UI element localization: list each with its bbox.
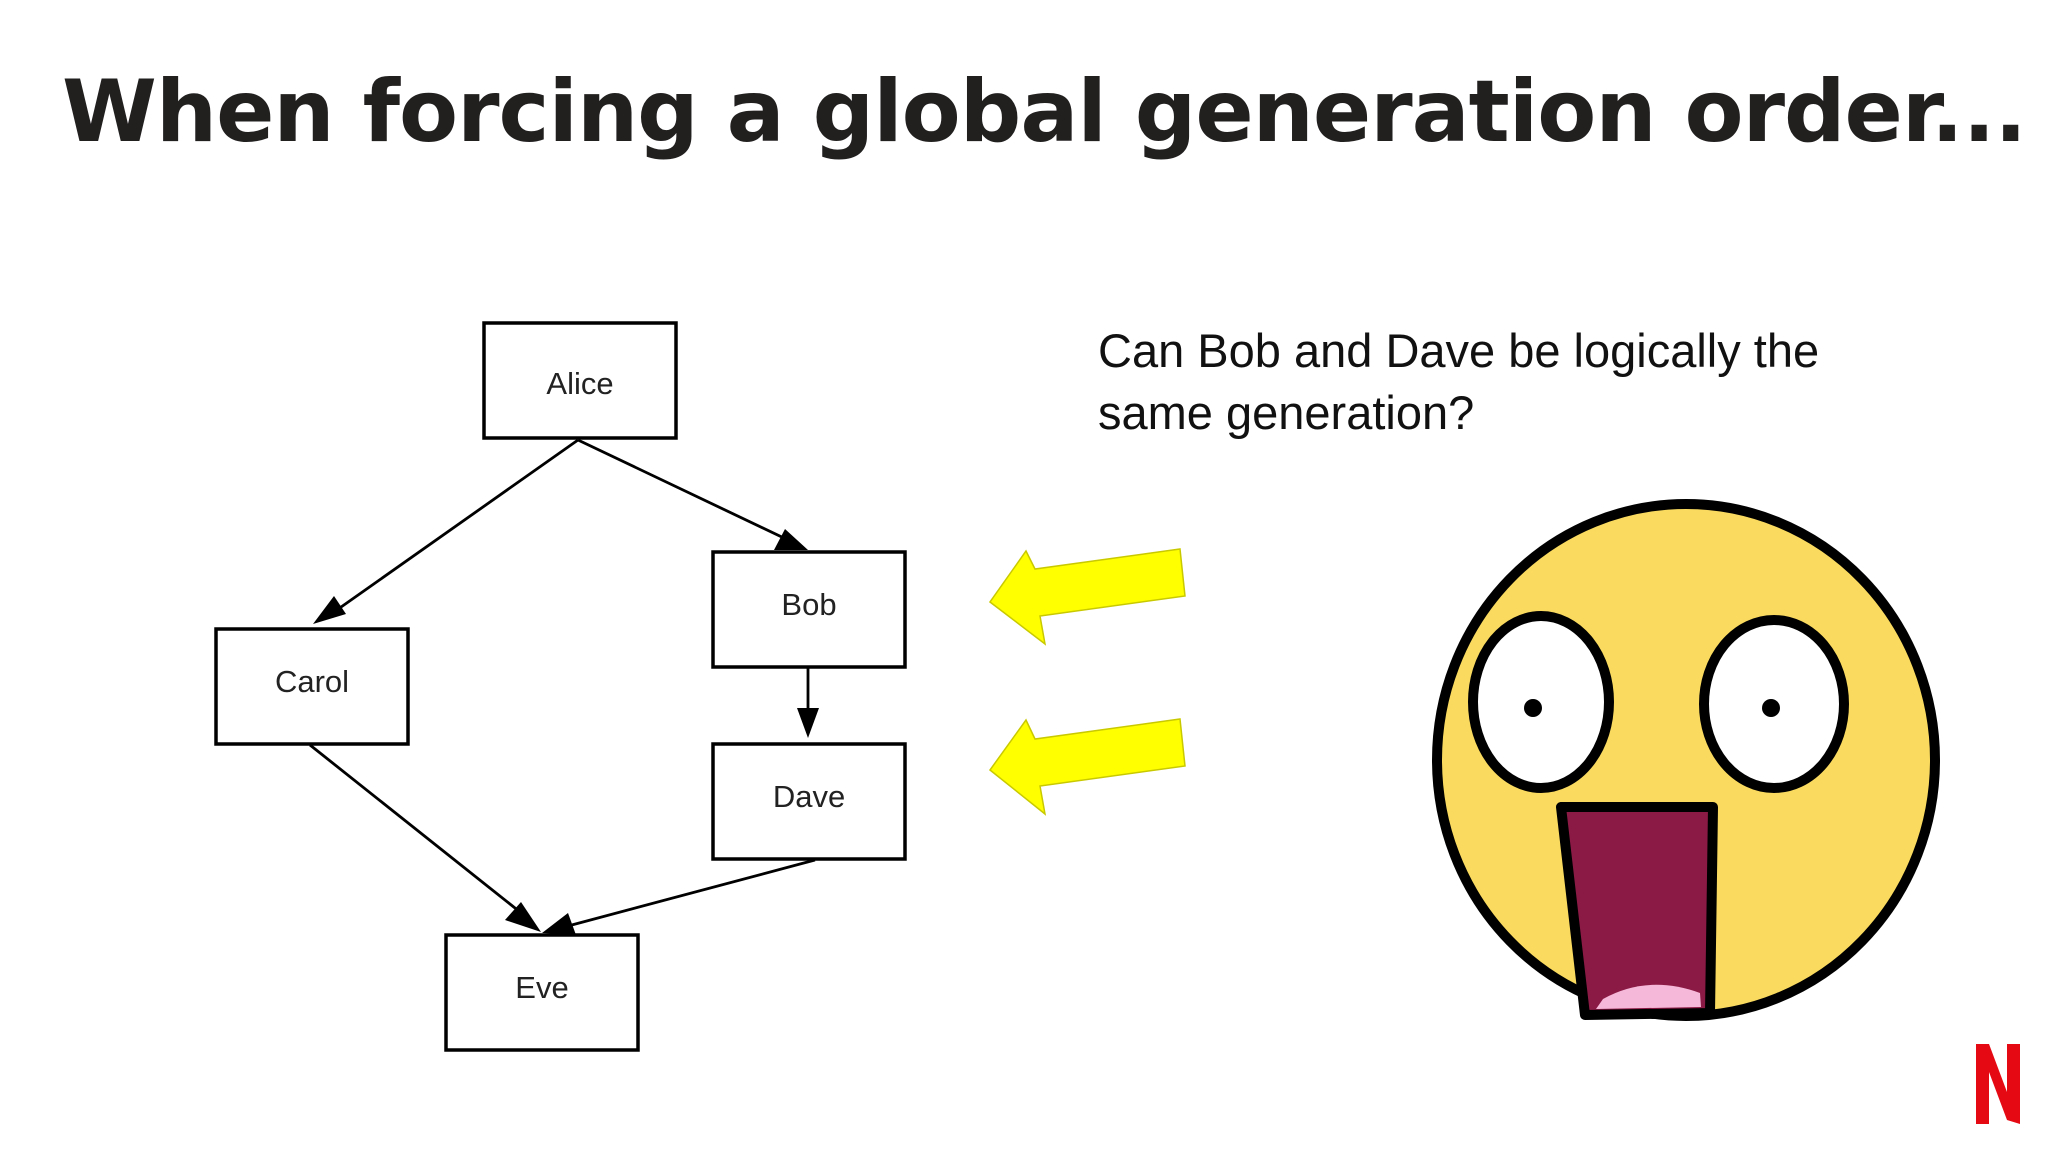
node-label-dave: Dave bbox=[773, 779, 845, 814]
edge-dave-eve-arrowhead bbox=[542, 913, 576, 935]
node-box bbox=[711, 550, 907, 669]
edge-alice-carol-arrowhead bbox=[313, 596, 346, 624]
face-left-pupil bbox=[1524, 699, 1542, 717]
netflix-logo bbox=[1976, 1044, 2020, 1124]
face-mouth bbox=[1556, 802, 1718, 1020]
node-box bbox=[444, 933, 640, 1052]
node-label-alice: Alice bbox=[546, 366, 613, 401]
node-box bbox=[482, 321, 678, 440]
node-label-carol: Carol bbox=[275, 664, 349, 699]
edge-alice-bob-arrowhead bbox=[774, 529, 808, 550]
graph-node-dave: Dave bbox=[711, 742, 907, 861]
edge-bob-dave-arrowhead bbox=[797, 708, 819, 738]
node-label-eve: Eve bbox=[515, 970, 568, 1005]
pointer-arrow-bob-icon bbox=[988, 548, 1186, 646]
node-box bbox=[214, 627, 410, 746]
edge-carol-eve-arrowhead bbox=[505, 902, 541, 932]
question-text: Can Bob and Dave be logically the same g… bbox=[1098, 320, 1918, 444]
edge-carol-eve bbox=[309, 743, 521, 914]
graph-node-alice: Alice bbox=[482, 321, 678, 440]
shocked-face-icon bbox=[1432, 499, 1940, 1021]
graph-node-carol: Carol bbox=[214, 627, 410, 746]
node-box bbox=[711, 742, 907, 861]
pointer-arrow-dave-icon bbox=[988, 718, 1186, 816]
face-right-pupil bbox=[1762, 699, 1780, 717]
edge-alice-carol bbox=[333, 438, 579, 614]
graph-node-bob: Bob bbox=[711, 550, 907, 669]
slide-title: When forcing a global generation order..… bbox=[62, 62, 2027, 162]
edge-alice-bob bbox=[577, 438, 787, 541]
face-left-eye bbox=[1468, 611, 1614, 793]
node-label-bob: Bob bbox=[781, 587, 836, 622]
edge-dave-eve bbox=[567, 858, 816, 928]
question-line-2: same generation? bbox=[1098, 386, 1475, 439]
graph-edges bbox=[309, 438, 819, 935]
graph-node-eve: Eve bbox=[444, 933, 640, 1052]
question-line-1: Can Bob and Dave be logically the bbox=[1098, 324, 1820, 377]
face-tongue bbox=[1596, 984, 1701, 1009]
